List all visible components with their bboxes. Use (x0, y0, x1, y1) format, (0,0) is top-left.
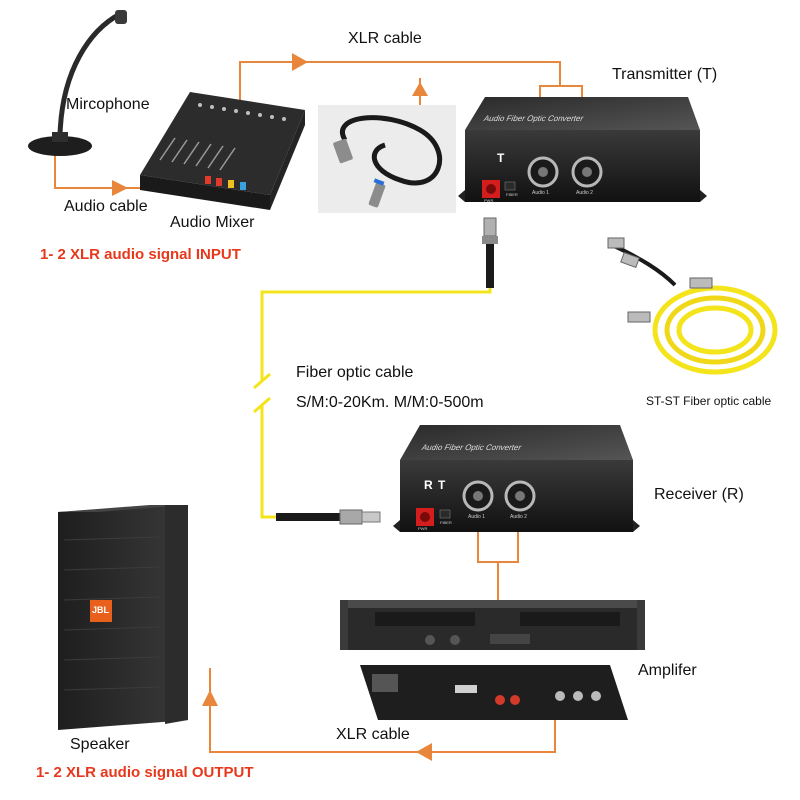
audio-mixer-label: Audio Mixer (170, 214, 255, 231)
amplifier-icon (340, 600, 645, 720)
fiber-cable-label: Fiber optic cable (296, 364, 414, 381)
audio-arrows (112, 53, 432, 761)
amplifier-label: Amplifer (638, 662, 697, 679)
transmitter-title: Audio Fiber Optic Converter (482, 114, 585, 123)
xlr-cable-top-label: XLR cable (348, 30, 422, 47)
transmitter-port-1: Audio 1 (532, 190, 549, 196)
audio-mixer-icon (140, 92, 305, 210)
receiver-pwr: PWR (418, 526, 428, 531)
microphone-label: Mircophone (66, 96, 150, 113)
st-fiber-cable-photo (607, 237, 778, 375)
fiber-connector-top (482, 217, 498, 288)
transmitter-label: Transmitter (T) (612, 66, 718, 83)
transmitter-port-2: Audio 2 (576, 190, 593, 196)
transmitter-device-icon (458, 97, 707, 202)
receiver-letter-t: T (438, 478, 446, 492)
arrow-xlr-top (292, 53, 308, 71)
arrow-xlr-up (412, 82, 428, 96)
microphone-icon (28, 10, 127, 156)
fiber-connector-bottom (276, 509, 381, 525)
xlr-cable-bottom-label: XLR cable (336, 726, 410, 743)
st-fiber-cable-label: ST-ST Fiber optic cable (646, 394, 772, 408)
arrow-audio-cable (112, 180, 128, 196)
output-note: 1- 2 XLR audio signal OUTPUT (36, 764, 254, 781)
transmitter-fiber-led: FIBER (506, 192, 518, 197)
receiver-port-1: Audio 1 (468, 514, 485, 520)
speaker-icon (58, 505, 188, 730)
xlr-cable-photo (318, 105, 456, 213)
receiver-letter-r: R (424, 478, 433, 492)
receiver-fiber-led: FIBER (440, 520, 452, 525)
arrow-speaker-up (202, 690, 218, 706)
mic-to-mixer-line (54, 155, 140, 189)
transmitter-pwr: PWR (484, 198, 494, 203)
arrow-xlr-bottom (416, 743, 432, 761)
amp-to-speaker-line (209, 668, 556, 753)
receiver-port-2: Audio 2 (510, 514, 527, 520)
mixer-to-transmitter-line (239, 61, 561, 100)
speaker-label: Speaker (70, 736, 130, 753)
receiver-label: Receiver (R) (654, 486, 744, 503)
fiber-line (253, 285, 492, 519)
speaker-brand-logo: JBL (92, 605, 110, 615)
receiver-device-icon (393, 425, 640, 532)
transmitter-letter: T (497, 151, 505, 165)
audio-cable-label: Audio cable (64, 198, 148, 215)
receiver-title: Audio Fiber Optic Converter (420, 443, 523, 452)
input-note: 1- 2 XLR audio signal INPUT (40, 246, 241, 263)
fiber-distance-label: S/M:0-20Km. M/M:0-500m (296, 394, 484, 411)
